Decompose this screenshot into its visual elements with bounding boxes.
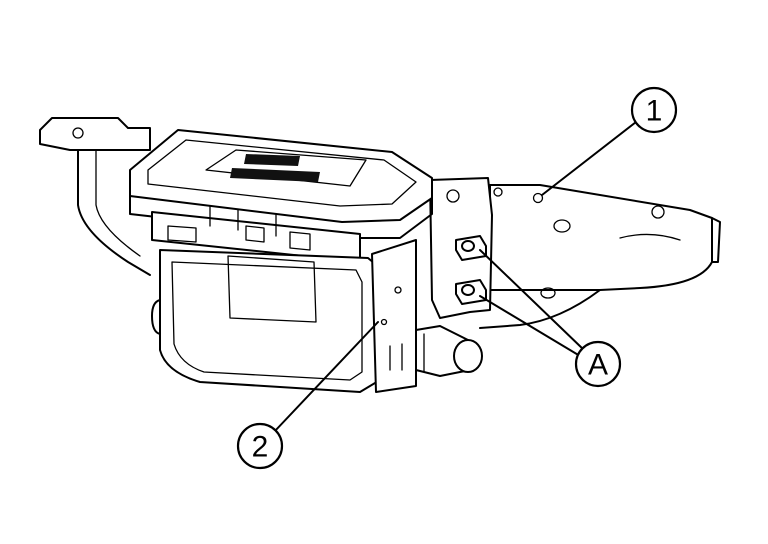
callout-2-label: 2 — [252, 431, 269, 464]
leader-line-2 — [273, 321, 379, 433]
callout-a-label: A — [588, 349, 608, 382]
leader-line-a-upper — [479, 249, 585, 351]
callout-2: 2 — [236, 422, 284, 470]
mounting-studs — [455, 235, 487, 305]
leader-line-1 — [541, 121, 637, 196]
leader-lines — [273, 121, 637, 433]
mounting-bracket — [39, 117, 721, 329]
callout-a: A — [574, 340, 622, 388]
callout-1: 1 — [630, 86, 678, 134]
callout-1-label: 1 — [646, 95, 663, 128]
actuator-housing — [129, 129, 483, 393]
leader-line-a-lower — [479, 295, 581, 357]
